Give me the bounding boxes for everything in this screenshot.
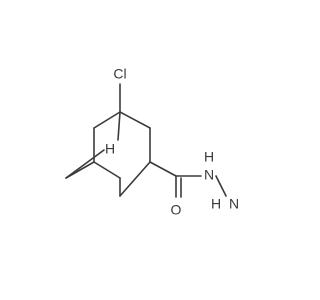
bond: [149, 161, 177, 177]
bond: [117, 111, 121, 141]
atom-n1: N: [204, 167, 214, 183]
atom-labels: Cl H O N H N H: [105, 66, 239, 218]
molecule-drawing: Cl H O N H N H: [65, 66, 239, 218]
bond-layer: [65, 83, 227, 198]
bond: [119, 161, 151, 197]
bond-n-n: [215, 175, 227, 197]
bond: [93, 161, 121, 179]
bond: [65, 149, 105, 179]
bond: [119, 111, 151, 129]
structure-canvas: Cl H O N H N H: [65, 66, 239, 218]
atom-o: O: [171, 202, 182, 218]
atom-n2: N: [229, 196, 239, 212]
bond: [93, 111, 121, 129]
atom-h: H: [105, 141, 115, 157]
atom-n1-h: H: [204, 149, 214, 165]
atom-cl: Cl: [113, 66, 126, 82]
atom-n2-h: H: [211, 196, 221, 212]
